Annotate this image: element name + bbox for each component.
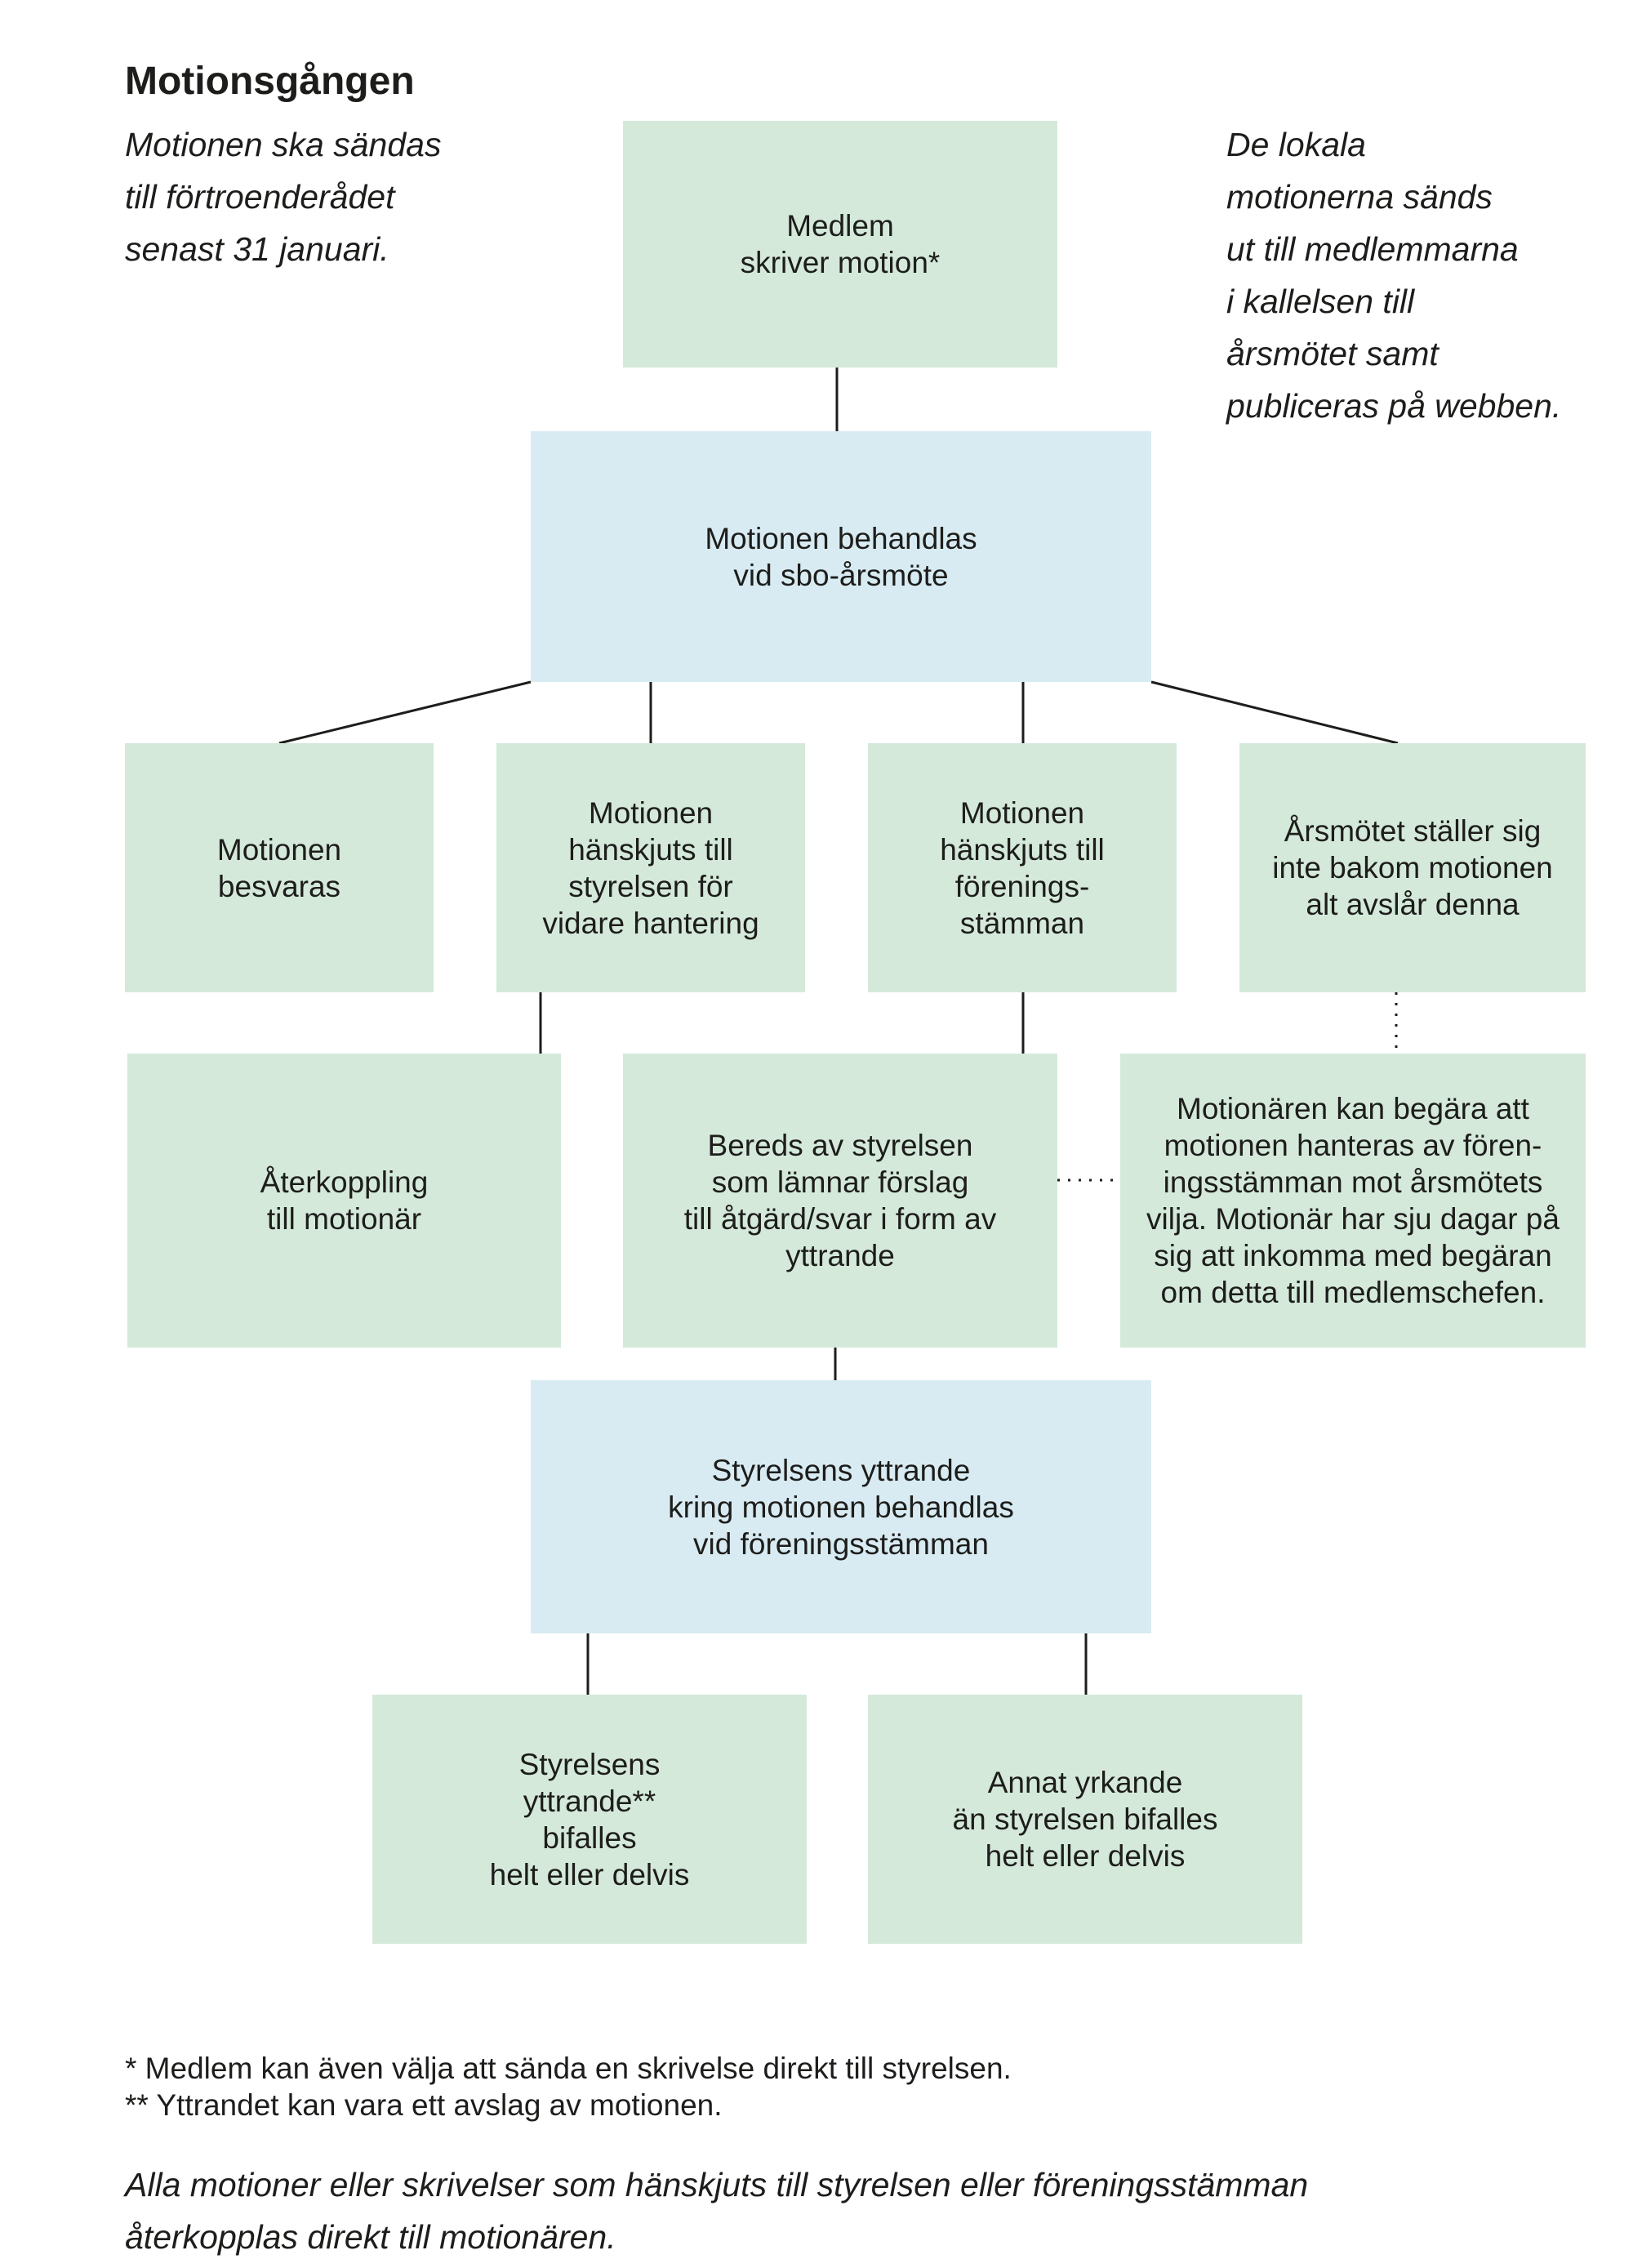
footnotes: * Medlem kan även välja att sända en skr… — [125, 2052, 1012, 2122]
connector-behandlas-besvaras — [278, 680, 532, 745]
box-board-statement-approved: Styrelsens yttrande** bifalles helt elle… — [372, 1695, 807, 1944]
box-motion-answered: Motionen besvaras — [125, 743, 434, 992]
box-member-writes-motion: Medlem skriver motion* — [623, 121, 1057, 368]
distribution-note: De lokala motionerna sänds ut till medle… — [1226, 126, 1562, 425]
box-proposer-may-request: Motionären kan begära att motionen hante… — [1120, 1054, 1586, 1348]
page-title: Motionsgången — [125, 60, 415, 103]
connector-behandlas-avslar — [1150, 680, 1399, 745]
box-motion-handled-at-annual-meeting: Motionen behandlas vid sbo-årsmöte — [531, 431, 1151, 682]
box-referred-to-assembly: Motionen hänskjuts till förenings- stämm… — [868, 743, 1177, 992]
closing-note: Alla motioner eller skrivelser som hänsk… — [125, 2166, 1309, 2256]
box-other-motion-approved: Annat yrkande än styrelsen bifalles helt… — [868, 1695, 1302, 1944]
box-meeting-rejects-motion: Årsmötet ställer sig inte bakom motionen… — [1239, 743, 1586, 992]
box-board-statement-handled: Styrelsens yttrande kring motionen behan… — [531, 1380, 1151, 1633]
deadline-note: Motionen ska sändas till förtroenderådet… — [125, 126, 442, 268]
box-prepared-by-board: Bereds av styrelsen som lämnar förslag t… — [623, 1054, 1057, 1348]
box-referred-to-board: Motionen hänskjuts till styrelsen för vi… — [496, 743, 805, 992]
box-feedback-to-proposer: Återkoppling till motionär — [127, 1054, 561, 1348]
